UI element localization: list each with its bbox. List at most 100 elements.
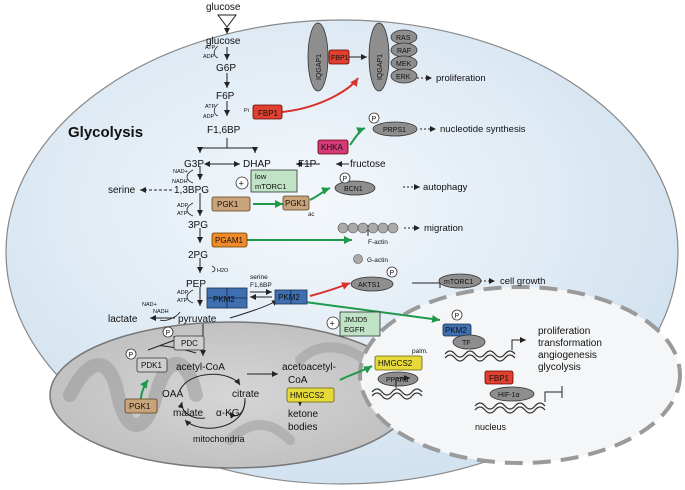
bcn1[interactable]: BCN1 P <box>334 172 376 196</box>
transcription-factor[interactable]: TF <box>452 334 486 350</box>
atp-1: ATP <box>205 45 216 51</box>
f16bp: F1,6BP <box>207 125 241 136</box>
svg-text:BCN1: BCN1 <box>344 186 363 193</box>
pyruvate: pyruvate <box>178 314 217 325</box>
svg-text:PRPS1: PRPS1 <box>383 127 406 134</box>
citrate: citrate <box>232 389 260 400</box>
svg-text:PGK1: PGK1 <box>217 200 239 209</box>
svg-text:F-actin: F-actin <box>368 239 388 246</box>
mitochondria-label: mitochondria <box>193 434 245 444</box>
glucose-intracellular: glucose <box>206 36 241 47</box>
iqgap1-fbp1-complex[interactable]: IQGAP1 FBP1 <box>307 22 350 92</box>
pg3: 3PG <box>188 220 208 231</box>
fructose: fructose <box>350 159 386 170</box>
pgk1-mitochondrial[interactable]: PGK1 <box>124 398 158 414</box>
outcome-cell-growth: cell growth <box>500 276 545 287</box>
pdk1[interactable]: PDK1 P <box>125 348 168 373</box>
nadh-1: NADH <box>172 179 188 185</box>
outcome-transformation: transformation <box>538 338 602 349</box>
mtorc1[interactable]: mTORC1 <box>438 273 482 289</box>
outcome-nuclear-proliferation: proliferation <box>538 326 590 337</box>
f1p: F1P <box>298 159 317 170</box>
hmgcs2-nuclear[interactable]: HMGCS2 palm. <box>374 348 428 371</box>
svg-text:HIF-1α: HIF-1α <box>498 392 520 399</box>
fbp1-glycolytic[interactable]: FBP1 <box>252 104 283 120</box>
acetoacetyl-coa-line1: acetoacetyl- <box>282 362 336 373</box>
g3p: G3P <box>184 159 204 170</box>
svg-text:FBP1: FBP1 <box>489 374 510 383</box>
svg-text:+: + <box>330 319 335 329</box>
dhap: DHAP <box>243 159 271 170</box>
fbp1-nuclear[interactable]: FBP1 <box>484 370 514 385</box>
outcome-proliferation: proliferation <box>436 73 486 84</box>
pgk1-acetylated[interactable]: PGK1 ac <box>282 195 314 218</box>
pkm2-tetramer[interactable]: PKM2 <box>206 287 248 309</box>
jmjd5-egfr[interactable]: + JMJD5 EGFR <box>326 311 381 337</box>
svg-text:PGK1: PGK1 <box>129 402 151 411</box>
acetoacetyl-coa-line2: CoA <box>288 375 308 386</box>
g-actin: G-actin <box>353 254 388 264</box>
low-mtorc1[interactable]: + low mTORC1 <box>235 169 298 193</box>
pg2: 2PG <box>188 250 208 261</box>
hif1a[interactable]: HIF-1α <box>489 386 535 402</box>
svg-text:IQGAP1: IQGAP1 <box>316 54 323 80</box>
alpha-kg: α-KG <box>216 408 240 419</box>
acetyl-coa: acetyl-CoA <box>176 362 225 373</box>
mek: MEK <box>396 61 412 68</box>
svg-text:PGAM1: PGAM1 <box>215 236 244 245</box>
phospho-pkm2: P <box>455 313 460 320</box>
svg-text:PKM2: PKM2 <box>213 295 235 304</box>
pi-label: Pi <box>244 108 249 114</box>
f16bp-activator: F1,6BP <box>250 282 272 289</box>
prps1[interactable]: PRPS1 P <box>368 112 418 137</box>
outcome-nucleotide-synthesis: nucleotide synthesis <box>440 124 526 135</box>
pgam1[interactable]: PGAM1 <box>211 232 248 248</box>
svg-text:PKM2: PKM2 <box>278 293 300 302</box>
palmitoylation-label: palm. <box>412 348 428 355</box>
svg-text:JMJD5: JMJD5 <box>344 315 367 324</box>
outcome-angiogenesis: angiogenesis <box>538 350 597 361</box>
adp-2: ADP <box>203 114 215 120</box>
atp-3: ATP <box>177 211 188 217</box>
raf: RAF <box>397 48 411 55</box>
svg-text:FBP1: FBP1 <box>331 55 349 62</box>
svg-text:AKTS1: AKTS1 <box>358 282 380 289</box>
svg-text:TF: TF <box>462 340 471 347</box>
svg-text:G-actin: G-actin <box>367 257 388 264</box>
pdc[interactable]: PDC P <box>162 326 205 351</box>
svg-text:PDC: PDC <box>181 339 198 348</box>
ketone-bodies-line2: bodies <box>288 422 317 433</box>
svg-text:KHKA: KHKA <box>321 143 343 152</box>
ras: RAS <box>396 35 411 42</box>
ppara[interactable]: PPARα <box>377 371 419 387</box>
svg-text:mTORC1: mTORC1 <box>255 182 287 191</box>
khka[interactable]: KHKA <box>317 139 349 155</box>
svg-text:HMGCS2: HMGCS2 <box>378 359 413 368</box>
svg-text:PGK1: PGK1 <box>285 199 307 208</box>
nucleus-label: nucleus <box>475 422 507 432</box>
malate: malate <box>173 408 203 419</box>
akts1[interactable]: AKTS1 P <box>350 266 398 292</box>
svg-text:PKM2: PKM2 <box>445 326 467 335</box>
dna-tf <box>444 350 516 358</box>
glucose-extracellular: glucose <box>206 2 241 13</box>
pgk1-glycolytic[interactable]: PGK1 <box>211 196 251 212</box>
phospho-akts1: P <box>390 270 395 277</box>
atp-4: ATP <box>177 298 188 304</box>
h2o-label: H2O <box>217 268 229 274</box>
svg-text:PPARα: PPARα <box>386 377 409 384</box>
svg-text:PDK1: PDK1 <box>141 361 162 370</box>
phospho-prps1: P <box>372 116 377 123</box>
svg-text:FBP1: FBP1 <box>258 109 279 118</box>
dna-ppara <box>371 388 423 396</box>
nad-2: NAD+ <box>142 302 157 308</box>
pkm2-dimer[interactable]: PKM2 <box>274 289 308 305</box>
pkm2-nuclear[interactable]: PKM2 P <box>442 309 472 337</box>
phospho-pdc: P <box>166 330 171 337</box>
serine: serine <box>108 185 136 196</box>
hmgcs2-mitochondrial[interactable]: HMGCS2 <box>286 387 335 403</box>
iqgap1-mapk-complex[interactable]: IQGAP1 RAS RAF MEK ERK <box>368 22 418 92</box>
adp-1: ADP <box>203 54 215 60</box>
nucleus: nucleus <box>358 285 682 465</box>
